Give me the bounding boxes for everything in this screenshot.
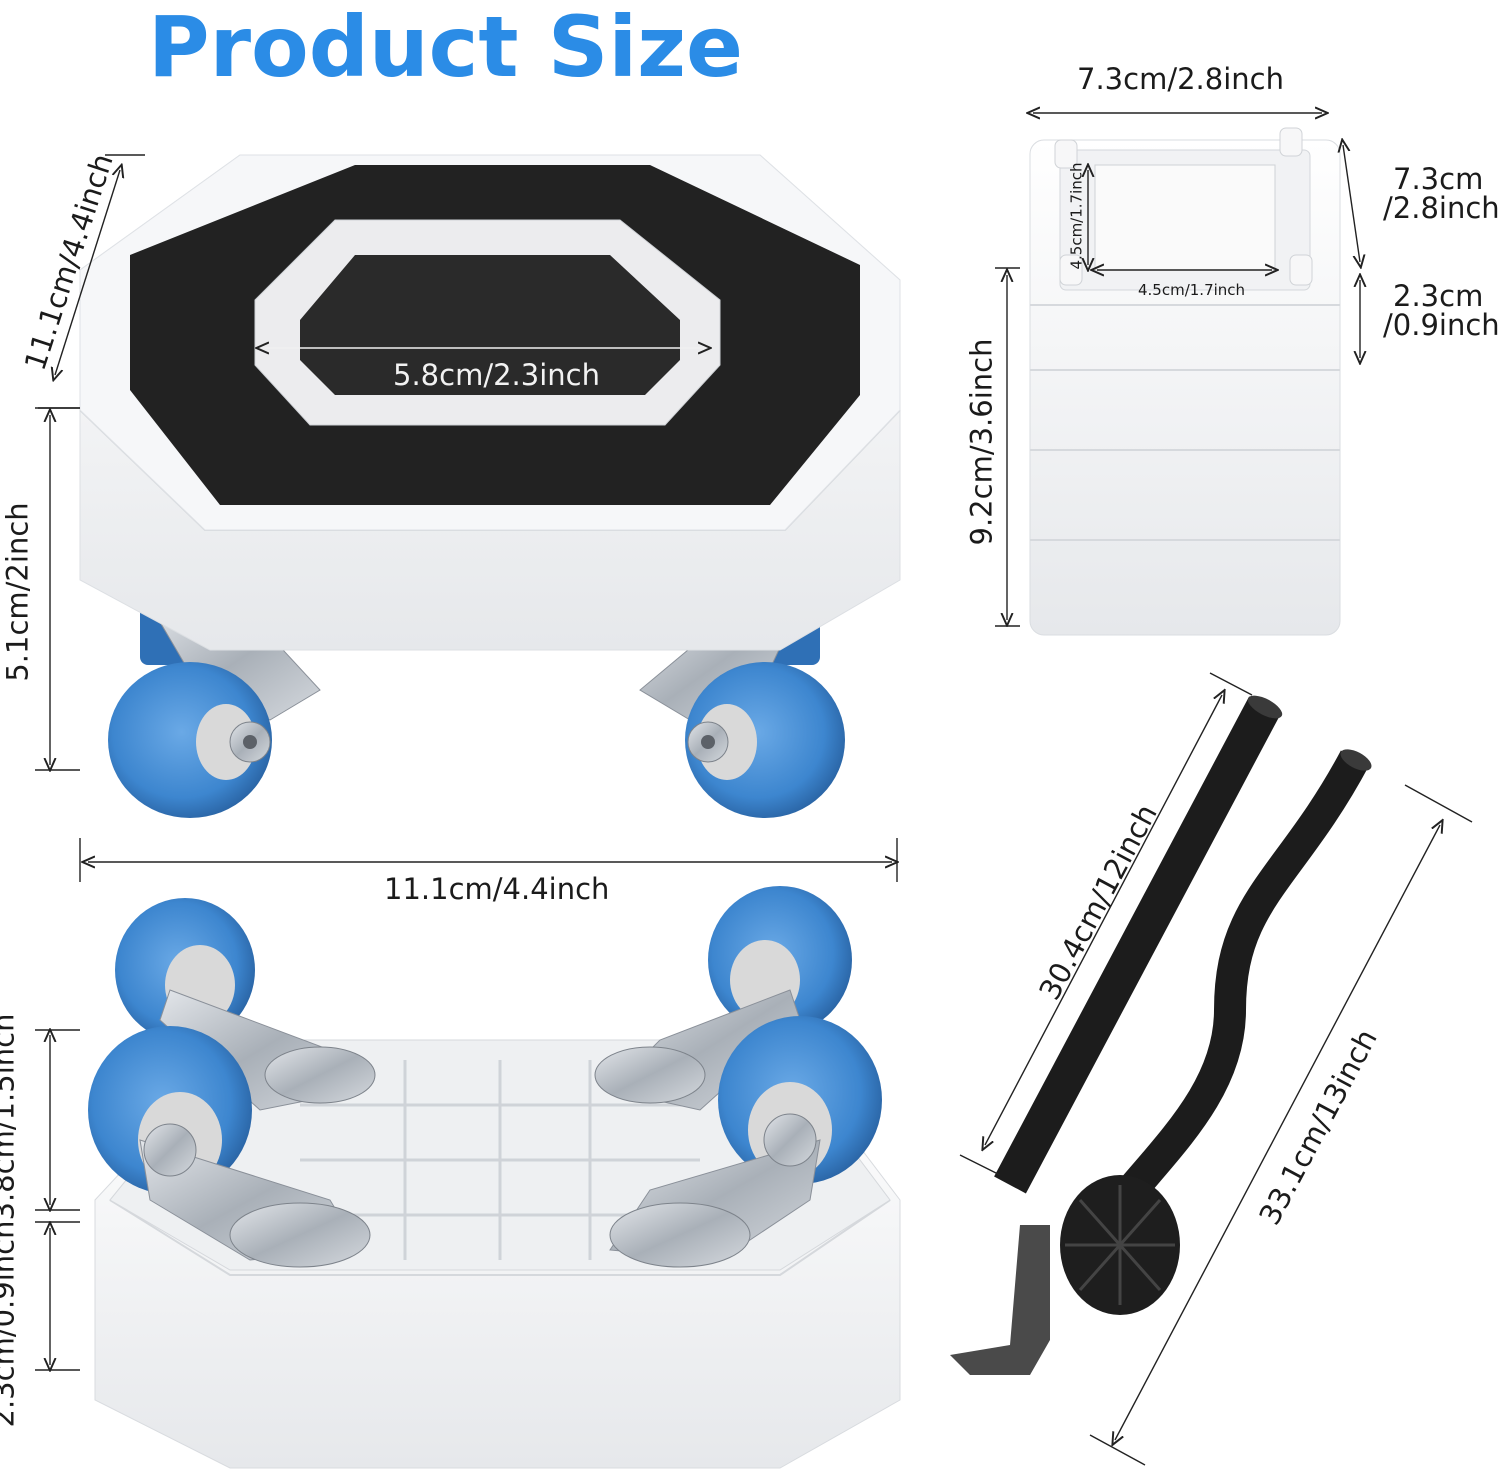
riser-layer-cm: 2.3cm xyxy=(1393,279,1484,313)
base-body-height-label: 2.3cm/0.9inch xyxy=(0,1220,21,1428)
lever-bar-icon xyxy=(950,695,1372,1375)
page-title: Product Size xyxy=(148,0,743,96)
riser-total-height-label: 9.2cm/3.6inch xyxy=(964,338,999,546)
riser-depth-inch: /2.8inch xyxy=(1383,191,1500,225)
wheel-icon xyxy=(594,886,852,1111)
base-wheel-height-label: 3.8cm/1.5inch xyxy=(0,1013,21,1221)
dimension-lines xyxy=(35,113,1473,1466)
riser-layer-label: 2.3cm /0.9inch xyxy=(1383,282,1500,340)
wheel-icon xyxy=(609,1016,882,1268)
dolly-bottom-view xyxy=(88,886,901,1469)
riser-cavity-width-label: 4.5cm/1.7inch xyxy=(1138,281,1246,299)
pad-inner-width-label: 5.8cm/2.3inch xyxy=(393,358,600,392)
wheel-icon xyxy=(88,1026,371,1268)
riser-cavity-height-label: 4.5cm/1.7inch xyxy=(1067,162,1086,270)
dolly-width-label: 11.1cm/4.4inch xyxy=(384,872,610,906)
riser-width-label: 7.3cm/2.8inch xyxy=(1077,62,1284,96)
wheel-icon xyxy=(115,898,376,1111)
riser-depth-label: 7.3cm /2.8inch xyxy=(1383,165,1500,223)
dolly-top-view xyxy=(79,154,901,818)
dolly-height-label: 5.1cm/2inch xyxy=(0,502,35,682)
riser-layer-inch: /0.9inch xyxy=(1383,308,1500,342)
riser-depth-cm: 7.3cm xyxy=(1393,162,1484,196)
